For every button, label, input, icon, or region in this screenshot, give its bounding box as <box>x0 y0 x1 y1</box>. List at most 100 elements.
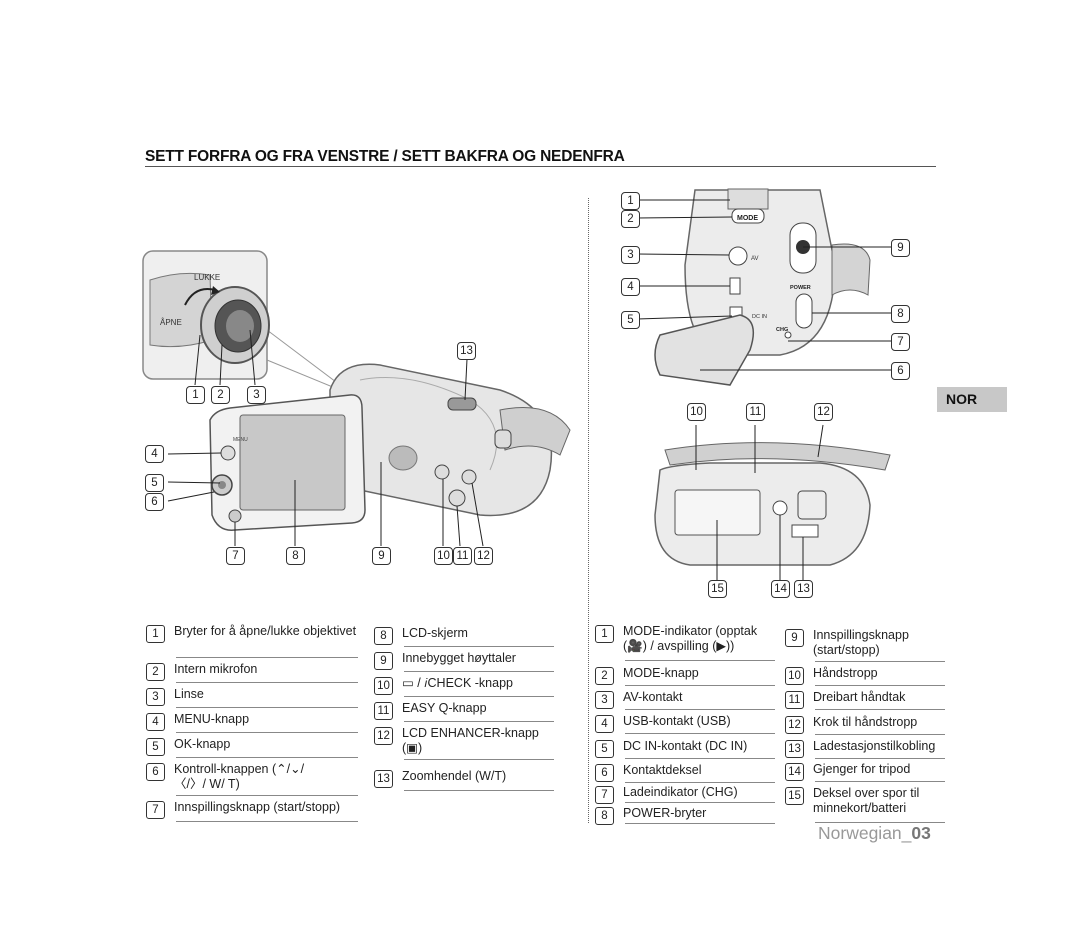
legend-row: 15 Deksel over spor til minnekort/batteri <box>785 786 945 823</box>
legend-text: AV-kontakt <box>623 690 683 704</box>
legend-row: 10▭ / 𝑖CHECK -knapp <box>374 676 554 697</box>
legend-num: 13 <box>374 770 393 788</box>
legend-num: 11 <box>785 691 804 709</box>
legend-text: Håndstropp <box>813 666 878 680</box>
legend-text: POWER-bryter <box>623 806 707 820</box>
menu-button <box>220 445 236 461</box>
callout-14-right: 14 <box>771 580 790 598</box>
callout-11-right: 11 <box>746 403 765 421</box>
callout-8-left: 8 <box>286 547 305 565</box>
page-number: 03 <box>911 823 931 843</box>
legend-text: Innebygget høyttaler <box>402 651 516 665</box>
legend-num: 15 <box>785 787 804 805</box>
legend-row: 1 MODE-indikator (opptak (🎥) / avspilling… <box>595 624 775 661</box>
legend-text: Bryter for å åpne/lukke objektivet <box>174 624 357 638</box>
legend-row: 8 POWER-bryter <box>595 806 775 825</box>
callout-12-left: 12 <box>474 547 493 565</box>
mode-button <box>494 429 512 449</box>
callout-9-left: 9 <box>372 547 391 565</box>
hand-strap-bottom <box>664 442 891 471</box>
av-text: AV <box>751 256 759 262</box>
connector-cover <box>654 314 755 386</box>
legend-text: DC IN-kontakt (DC IN) <box>623 739 748 753</box>
legend-num: 5 <box>595 740 614 758</box>
legend-num: 7 <box>146 801 165 819</box>
legend-num: 1 <box>595 625 614 643</box>
callout-5-left: 5 <box>145 474 164 492</box>
callout-6-left: 6 <box>145 493 164 511</box>
legend-text: Deksel over spor til minnekort/batteri <box>813 786 920 815</box>
callout-8-right: 8 <box>891 305 910 323</box>
legend-num: 7 <box>595 786 614 804</box>
mode-button-rear <box>731 208 765 224</box>
legend-row: 6 Kontroll-knappen (⌃/⌄/〈/〉/ W/ T) <box>146 762 358 796</box>
legend-text: Kontroll-knappen (⌃/⌄/〈/〉/ W/ T) <box>174 762 305 791</box>
lcd-screen <box>239 414 346 511</box>
bottom-body <box>654 462 871 566</box>
legend-row: 7 Innspillingsknapp (start/stopp) <box>146 800 358 822</box>
legend-num: 6 <box>146 763 165 781</box>
callout-10-left: 10 <box>434 547 453 565</box>
legend-num: 11 <box>374 702 393 720</box>
callout-9-right: 9 <box>891 239 910 257</box>
legend-text: Kontaktdeksel <box>623 763 702 777</box>
legend-text: Dreibart håndtak <box>813 690 906 704</box>
legend-num: 2 <box>595 667 614 685</box>
legend-num: 9 <box>785 629 804 647</box>
callout-2-right: 2 <box>621 210 640 228</box>
legend-text: LCD-skjerm <box>402 626 468 640</box>
callout-1-right: 1 <box>621 192 640 210</box>
hand-strap-rear <box>831 243 871 296</box>
legend-num: 5 <box>146 738 165 756</box>
rear-bottom-diagram: MODE AV DC IN POWER CHG <box>636 188 893 581</box>
legend-num: 1 <box>146 625 165 643</box>
callout-7-right: 7 <box>891 333 910 351</box>
page-title: SETT FORFRA OG FRA VENSTRE / SETT BAKFRA… <box>145 148 625 165</box>
legend-text: MODE-indikator (opptak (🎥) / avspilling … <box>623 624 758 653</box>
cradle-connector <box>791 524 819 538</box>
legend-num: 4 <box>595 715 614 733</box>
legend-text: USB-kontakt (USB) <box>623 714 731 728</box>
icheck-button <box>434 464 450 480</box>
section-divider <box>588 198 589 823</box>
legend-num: 12 <box>374 727 393 745</box>
hand-strap <box>499 407 571 456</box>
legend-num: 12 <box>785 716 804 734</box>
language-tab: NOR <box>937 387 1007 412</box>
callout-7-left: 7 <box>226 547 245 565</box>
legend-text: Innspillingsknapp (start/stopp) <box>174 800 341 814</box>
footer-language: Norwegian_ <box>818 823 912 843</box>
dcin-text: DC IN <box>752 314 767 320</box>
callout-3-right: 3 <box>621 246 640 264</box>
apne-label: ÅPNE <box>160 318 182 327</box>
legend-num: 8 <box>595 807 614 825</box>
legend-row: 3 AV-kontakt <box>595 690 775 710</box>
tripod-thread <box>772 500 788 516</box>
legend-text: Intern mikrofon <box>174 662 258 676</box>
legend-num: 3 <box>146 688 165 706</box>
page-footer: Norwegian_03 <box>818 823 931 844</box>
title-rule <box>145 166 936 167</box>
power-switch <box>795 293 813 329</box>
callout-1-left: 1 <box>186 386 205 404</box>
callout-10-right: 10 <box>687 403 706 421</box>
callout-4-left: 4 <box>145 445 164 463</box>
callout-2-left: 2 <box>211 386 230 404</box>
power-text: POWER <box>790 285 811 291</box>
menu-text: MENU <box>233 437 248 443</box>
legend-text: Gjenger for tripod <box>813 762 911 776</box>
legend-num: 3 <box>595 691 614 709</box>
